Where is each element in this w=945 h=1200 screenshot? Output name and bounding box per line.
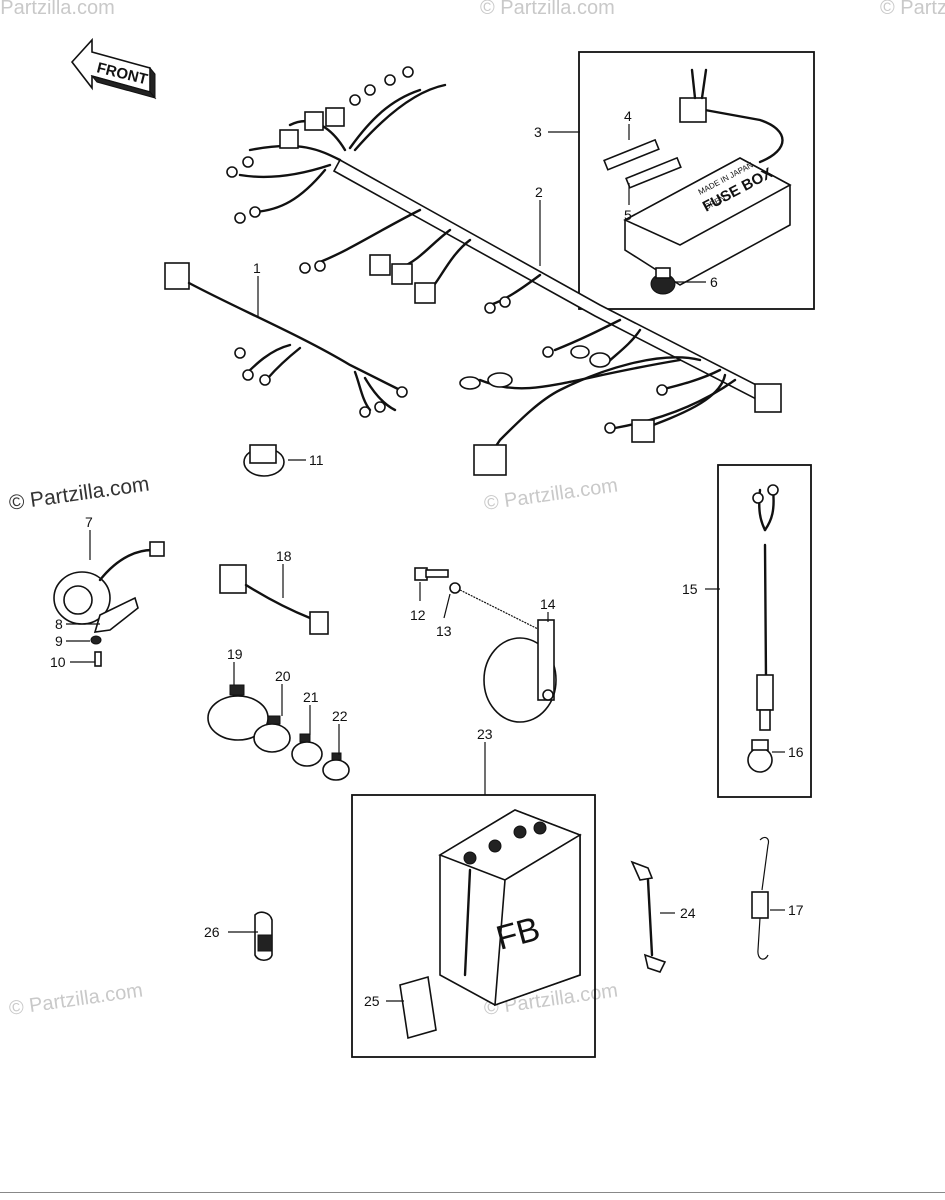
watermark-top-left: © Partzilla.com — [0, 0, 115, 19]
meter-cable-frame — [717, 464, 812, 798]
relay-part-11 — [243, 444, 285, 477]
callout-9: 9 — [55, 633, 63, 649]
front-direction-arrow: FRONT — [70, 37, 157, 100]
sub-wiring-harness — [164, 262, 408, 418]
watermark-middle: © Partzilla.com — [483, 474, 620, 515]
callout-10: 10 — [50, 654, 66, 670]
regulator-mount — [414, 567, 557, 723]
callout-23: 23 — [477, 726, 493, 742]
callout-11: 11 — [309, 452, 324, 468]
boxes — [351, 51, 815, 1058]
clamp-part-26 — [254, 911, 273, 962]
callout-2: 2 — [535, 184, 543, 200]
callout-numbers: 1 2 3 4 5 6 7 8 9 10 11 12 13 14 15 16 1… — [50, 108, 804, 1009]
spring-part-17 — [751, 836, 770, 960]
clamps — [207, 684, 350, 781]
callout-6: 6 — [710, 274, 718, 290]
horn-assembly — [53, 541, 165, 667]
callout-17: 17 — [788, 902, 804, 918]
callout-26: 26 — [204, 924, 220, 940]
callout-18: 18 — [276, 548, 292, 564]
battery-assembly: FB — [399, 809, 582, 1040]
bottom-divider — [0, 1192, 945, 1193]
callout-13: 13 — [436, 623, 452, 639]
callout-4: 4 — [624, 108, 632, 124]
callout-15: 15 — [682, 581, 698, 597]
callout-12: 12 — [410, 607, 426, 623]
main-wiring-harness — [226, 66, 782, 476]
callout-8: 8 — [55, 616, 63, 632]
watermark-bottom-left: © Partzilla.com — [8, 979, 145, 1020]
callout-24: 24 — [680, 905, 696, 921]
watermark-left: © Partzilla.com — [7, 472, 150, 514]
callout-3: 3 — [534, 124, 542, 140]
fuse-box-frame — [578, 51, 815, 310]
callout-5: 5 — [624, 207, 632, 223]
battery-cable-part-24 — [630, 860, 667, 973]
callout-25: 25 — [364, 993, 380, 1009]
callout-16: 16 — [788, 744, 804, 760]
watermark-top-right: © Partzilla.com — [480, 0, 615, 19]
callout-14: 14 — [540, 596, 556, 612]
callout-1: 1 — [253, 260, 261, 276]
callout-7: 7 — [85, 514, 93, 530]
watermark-top-far-right: © Partzilla.com — [880, 0, 945, 19]
callout-22: 22 — [332, 708, 348, 724]
callout-20: 20 — [275, 668, 291, 684]
fuse-box-assembly: FUSE BOX MADE IN JAPAN OPEN — [603, 68, 792, 295]
leader-lines — [66, 124, 785, 1002]
callout-19: 19 — [227, 646, 243, 662]
lead-wire-part-18 — [219, 564, 329, 635]
meter-cable-assembly — [747, 484, 779, 773]
battery-frame — [351, 794, 596, 1058]
callout-21: 21 — [303, 689, 319, 705]
